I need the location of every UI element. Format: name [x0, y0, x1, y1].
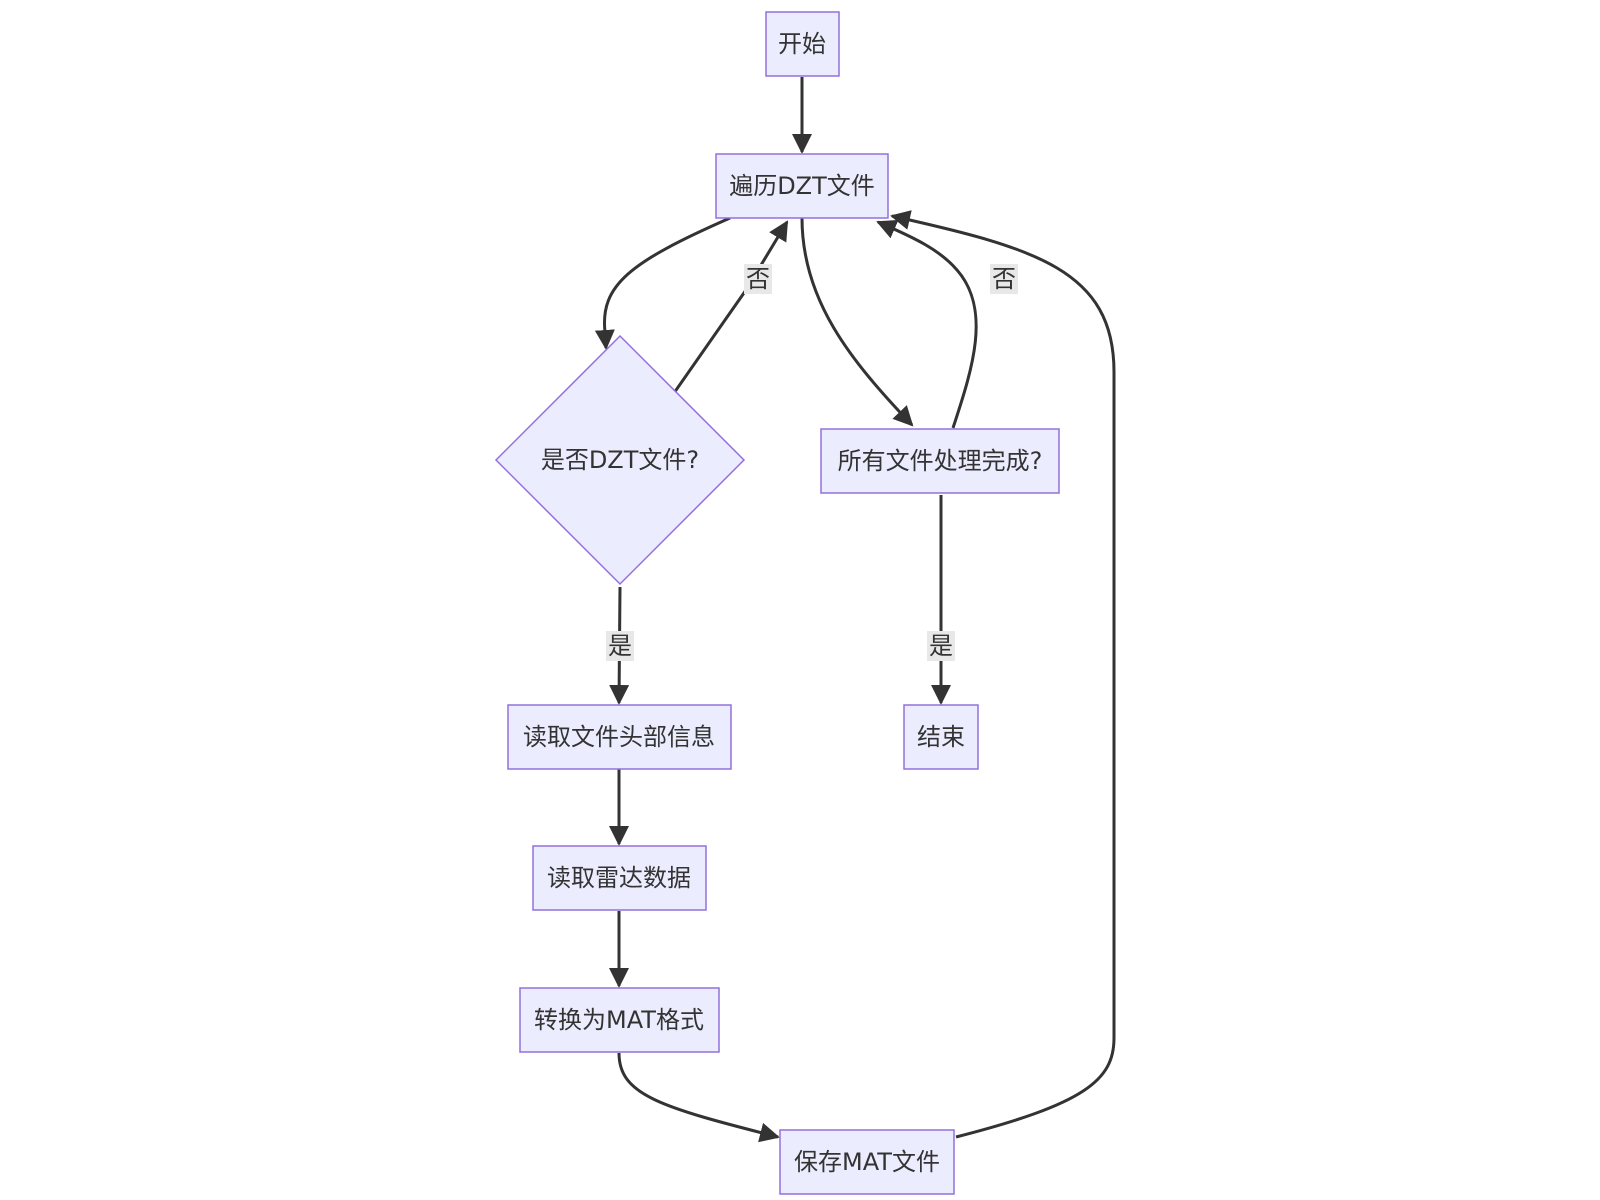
svg-text:结束: 结束: [917, 723, 965, 751]
node-decision-is-dzt: 是否DZT文件?: [494, 334, 746, 586]
svg-text:是: 是: [929, 632, 953, 660]
edge-convert-to-save: [617, 1052, 780, 1143]
edge-is-dzt-no-to-traverse: [672, 220, 789, 394]
edge-label-all-done-yes: 是: [927, 631, 955, 661]
svg-text:读取雷达数据: 读取雷达数据: [547, 864, 691, 892]
node-end: 结束: [903, 704, 979, 770]
node-read-radar-data: 读取雷达数据: [532, 845, 707, 911]
svg-text:所有文件处理完成?: 所有文件处理完成?: [838, 447, 1043, 475]
svg-text:保存MAT文件: 保存MAT文件: [794, 1148, 940, 1176]
edge-save-to-traverse: [890, 210, 1116, 1139]
svg-text:是否DZT文件?: 是否DZT文件?: [541, 446, 699, 474]
edge-all-done-no-to-traverse: [876, 219, 978, 429]
edge-label-is-dzt-yes: 是: [606, 631, 634, 661]
edge-label-is-dzt-no: 否: [744, 264, 772, 294]
node-save-mat-file: 保存MAT文件: [779, 1129, 955, 1195]
svg-text:否: 否: [746, 265, 770, 293]
node-decision-all-done: 所有文件处理完成?: [820, 428, 1060, 494]
svg-text:否: 否: [992, 265, 1016, 293]
edge-traverse-to-is-dzt: [594, 216, 731, 350]
edge-label-all-done-no: 否: [990, 264, 1018, 294]
node-traverse-dzt-files: 遍历DZT文件: [715, 153, 889, 219]
node-read-header: 读取文件头部信息: [507, 704, 732, 770]
svg-text:是: 是: [608, 632, 632, 660]
svg-text:转换为MAT格式: 转换为MAT格式: [534, 1006, 704, 1034]
node-convert-to-mat: 转换为MAT格式: [519, 987, 720, 1053]
svg-text:遍历DZT文件: 遍历DZT文件: [729, 172, 875, 200]
node-start: 开始: [765, 11, 840, 77]
edge-traverse-to-all-done: [800, 217, 914, 427]
svg-text:读取文件头部信息: 读取文件头部信息: [523, 723, 715, 751]
svg-text:开始: 开始: [778, 30, 826, 58]
